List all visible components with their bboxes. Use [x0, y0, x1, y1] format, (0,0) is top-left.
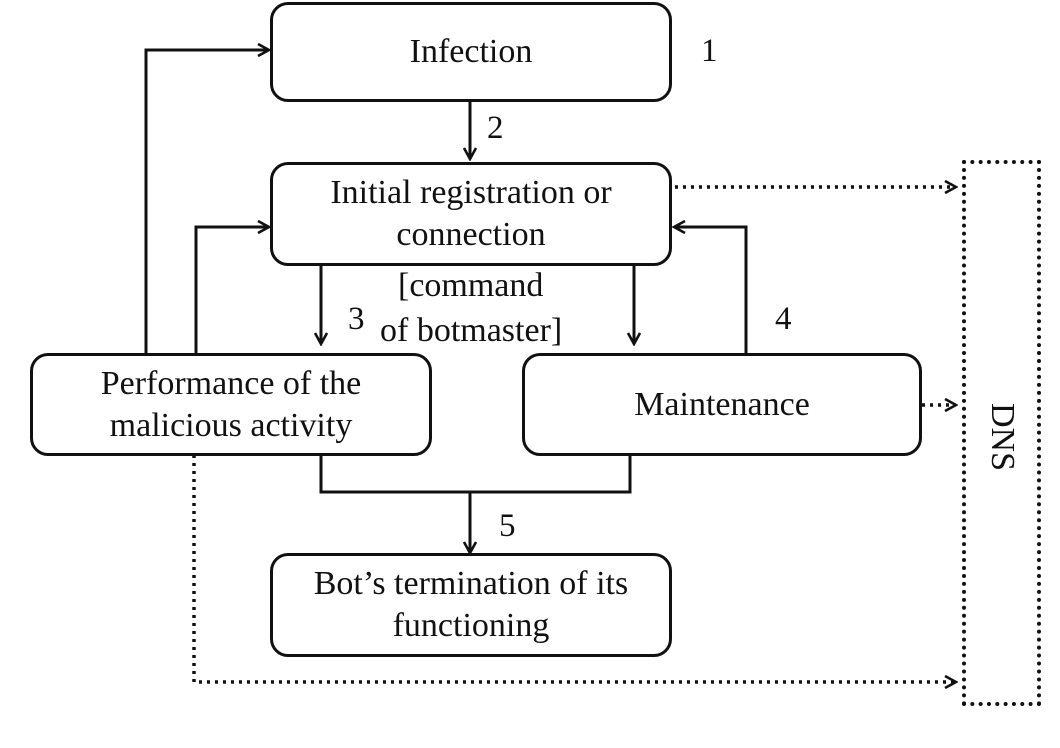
termination-label-line2: functioning [392, 607, 550, 644]
step-number-5: 5 [499, 508, 516, 544]
arrow-performance-to-infection [144, 50, 268, 353]
performance-box: Performance of the malicious activity [30, 353, 432, 456]
maintenance-label: Maintenance [634, 385, 810, 423]
dns-label: DNS [984, 402, 1021, 472]
command-label-line1: [command [398, 267, 544, 304]
merge-line [319, 455, 632, 494]
arrow-performance-to-registration [194, 227, 268, 353]
step-number-3: 3 [348, 301, 365, 337]
step-number-1: 1 [701, 33, 718, 69]
dotted-performance-to-dns [192, 455, 955, 682]
registration-label-line1: Initial registration or [330, 174, 612, 211]
registration-label-line2: connection [396, 216, 546, 253]
infection-label: Infection [409, 33, 533, 70]
dns-box [962, 160, 1041, 706]
maintenance-box: Maintenance [522, 353, 922, 456]
command-label-line2: of botmaster] [380, 312, 563, 349]
registration-box: Initial registration or connection [270, 162, 672, 266]
termination-label-line1: Bot’s termination of its [313, 565, 629, 602]
step-number-2: 2 [487, 110, 504, 146]
performance-label-line2: malicious activity [109, 406, 353, 444]
infection-box: Infection [270, 2, 672, 102]
step-number-4: 4 [775, 301, 792, 337]
termination-box: Bot’s termination of its functioning [270, 553, 672, 657]
arrow-maintenance-to-registration [675, 227, 748, 353]
performance-label-line1: Performance of the [100, 364, 362, 402]
